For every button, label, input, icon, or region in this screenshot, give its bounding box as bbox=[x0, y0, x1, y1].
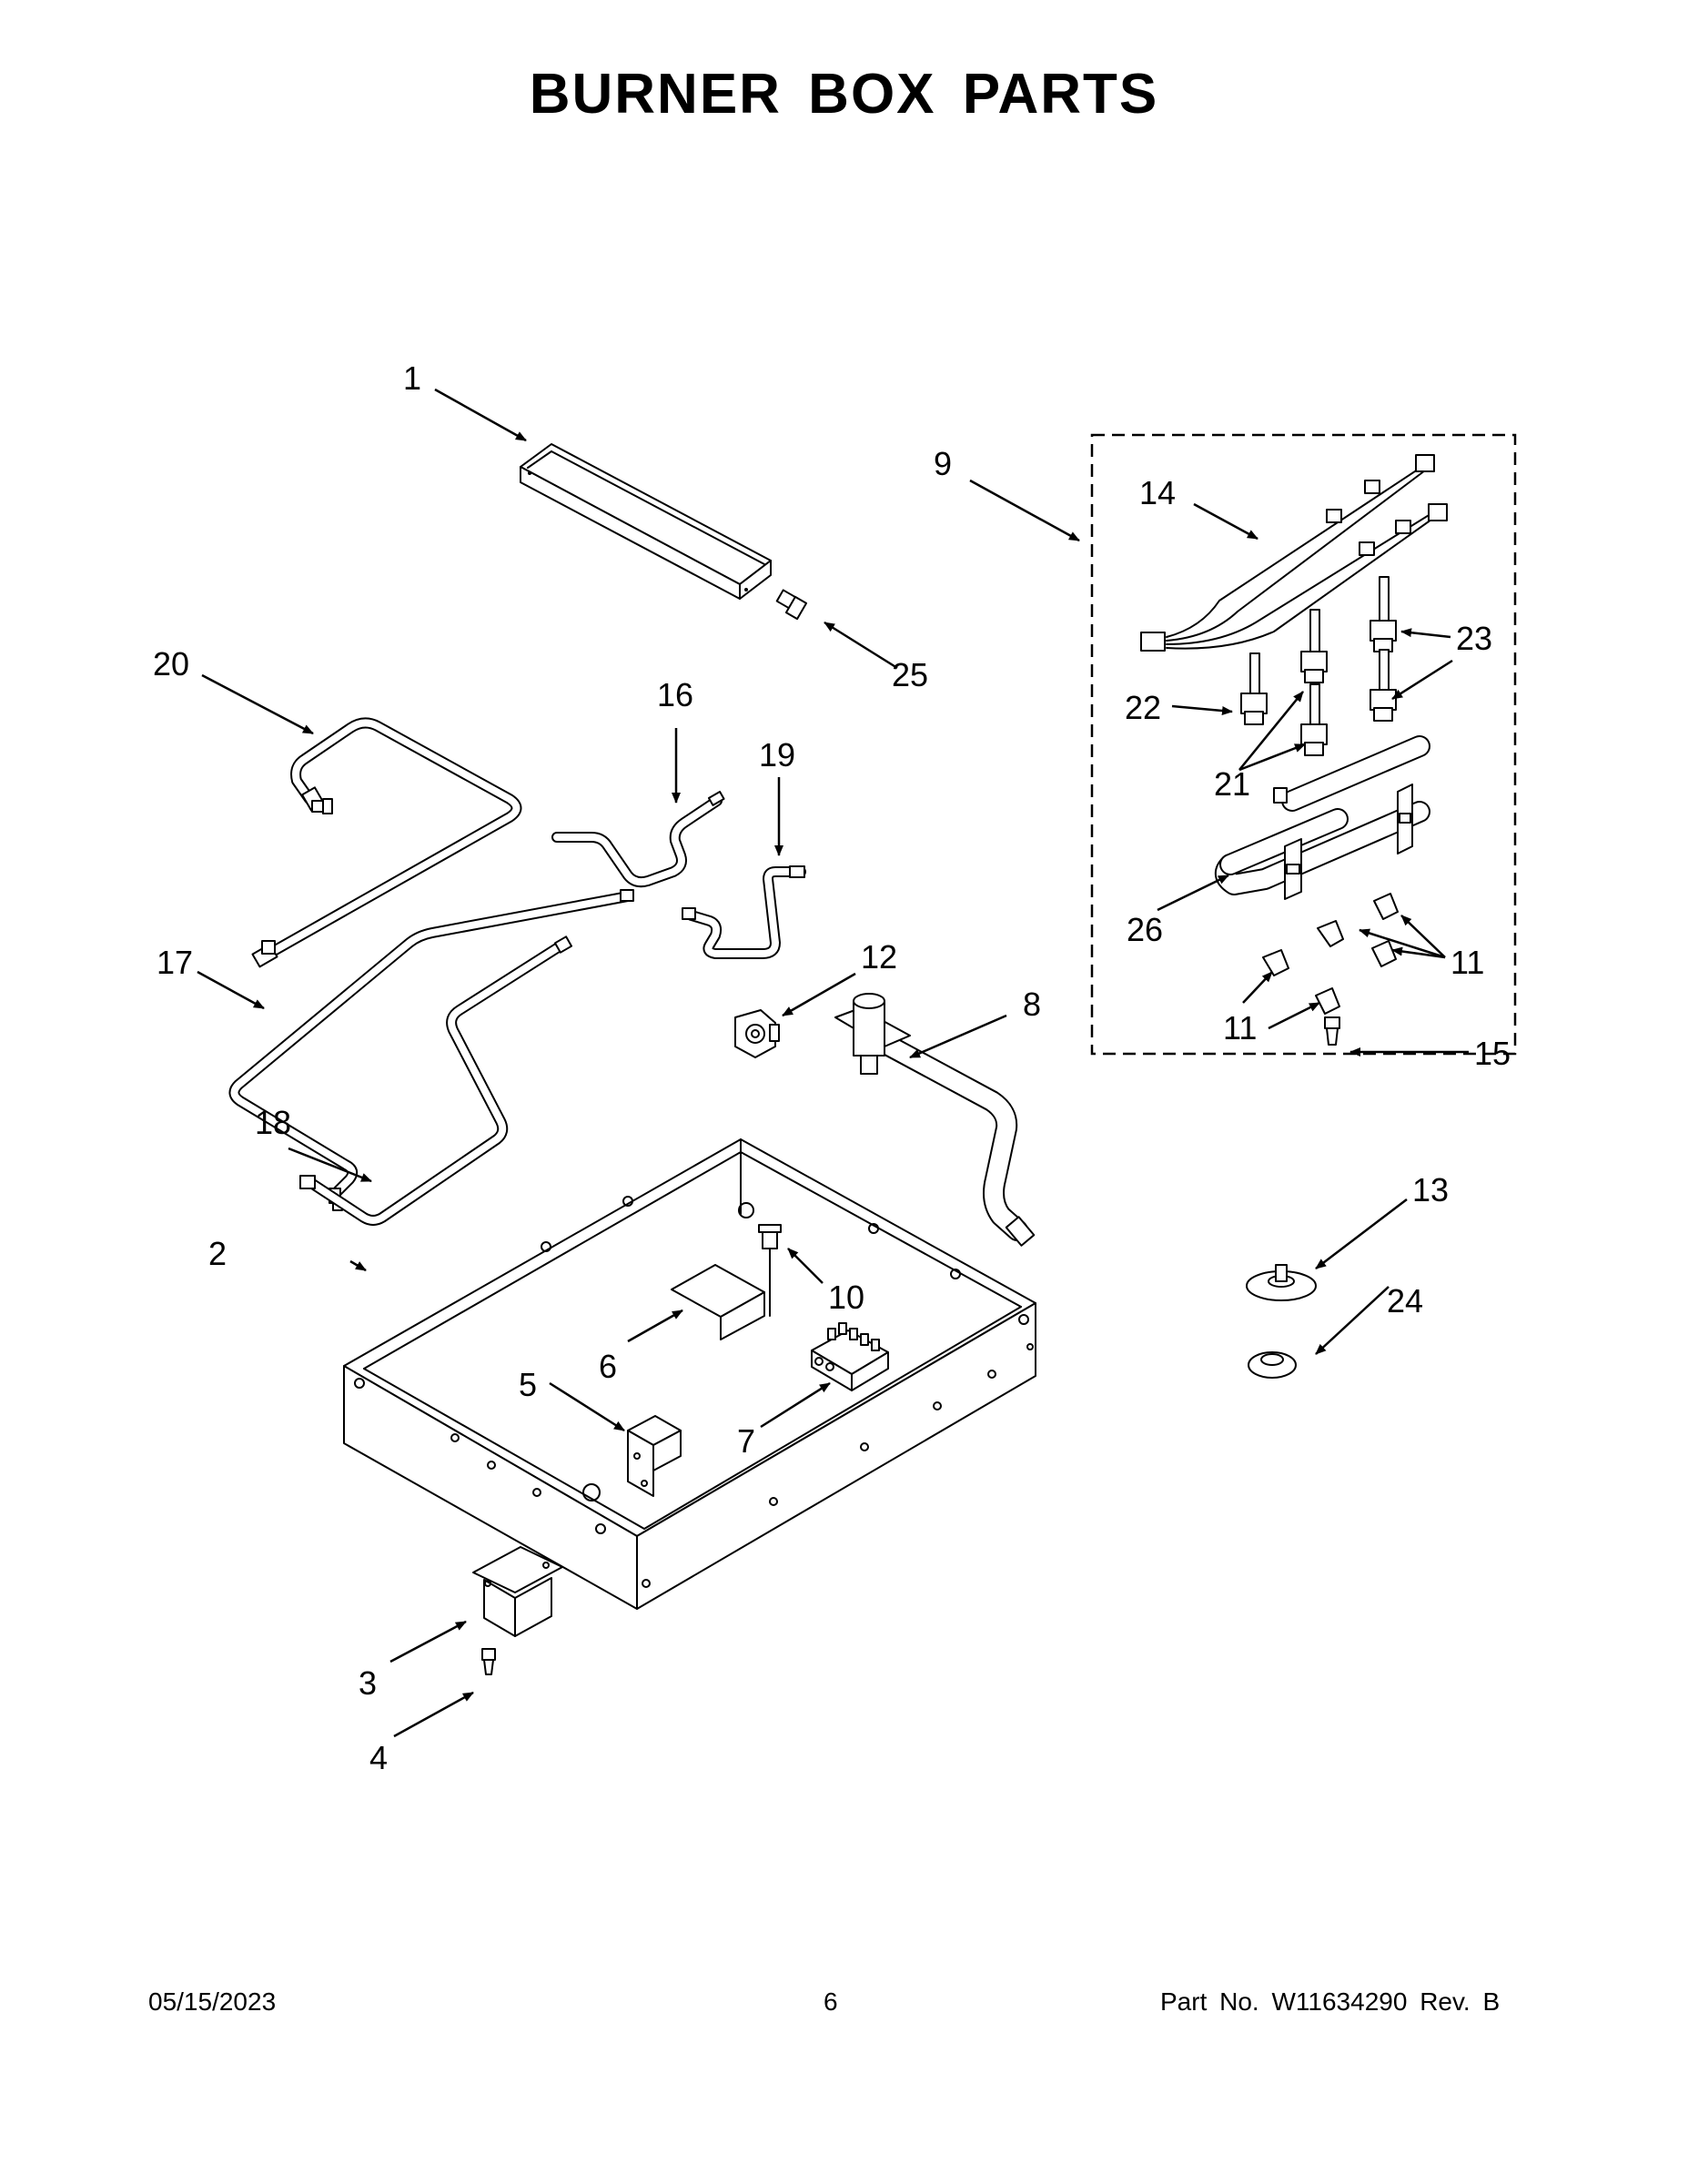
callout-arrows bbox=[197, 388, 1469, 1738]
part-valves-21-22-23 bbox=[1240, 576, 1397, 756]
part-25-screw bbox=[775, 589, 808, 621]
callout-26: 26 bbox=[1127, 911, 1163, 948]
callout-11a: 11 bbox=[1450, 944, 1484, 981]
fitting-20-start bbox=[251, 940, 278, 968]
callout-4: 4 bbox=[369, 1739, 388, 1776]
part-15-screw bbox=[1324, 1016, 1340, 1046]
part-16-tube bbox=[551, 791, 725, 888]
callout-19: 19 bbox=[759, 736, 795, 774]
part-3-junction-box bbox=[472, 1546, 563, 1637]
part-10-fitting bbox=[758, 1224, 782, 1317]
callout-9: 9 bbox=[934, 445, 952, 482]
callout-labels: 1 2 3 4 5 6 7 8 9 10 11 11 12 13 14 15 1… bbox=[153, 359, 1511, 1776]
callout-8: 8 bbox=[1023, 986, 1041, 1023]
part-5-bracket bbox=[627, 1415, 682, 1497]
callout-13: 13 bbox=[1412, 1171, 1449, 1208]
part-11-clips bbox=[1262, 893, 1399, 1015]
callout-6: 6 bbox=[599, 1348, 617, 1385]
part-20-tube bbox=[251, 717, 522, 968]
callout-5: 5 bbox=[519, 1366, 537, 1403]
callout-10: 10 bbox=[828, 1279, 864, 1316]
valve-21-lower bbox=[1300, 683, 1328, 756]
part-1-bracket bbox=[520, 443, 772, 600]
callout-16: 16 bbox=[657, 676, 693, 713]
fitting-20-end bbox=[301, 786, 333, 814]
valve-23-upper bbox=[1370, 576, 1397, 652]
callout-17: 17 bbox=[157, 944, 193, 981]
callout-23: 23 bbox=[1456, 620, 1492, 657]
callout-22: 22 bbox=[1125, 689, 1161, 726]
callout-21: 21 bbox=[1214, 765, 1250, 803]
part-12-regulator bbox=[734, 1009, 780, 1058]
callout-2: 2 bbox=[208, 1235, 227, 1272]
part-24-burner-base bbox=[1248, 1351, 1297, 1379]
part-8-inlet-pipe bbox=[834, 993, 1036, 1247]
footer-part-number: Part No. W11634290 Rev. B bbox=[1160, 1987, 1501, 2016]
part-2-burner-box bbox=[343, 1138, 1036, 1610]
callout-24: 24 bbox=[1387, 1282, 1423, 1320]
part-6-bracket bbox=[671, 1264, 765, 1340]
footer-date: 05/15/2023 bbox=[148, 1987, 277, 2016]
footer-page-number: 6 bbox=[824, 1987, 838, 2016]
part-4-screw bbox=[481, 1648, 496, 1675]
valve-22 bbox=[1240, 652, 1268, 725]
part-19-tube bbox=[682, 865, 806, 959]
valve-21-upper bbox=[1300, 609, 1328, 683]
part-18-tube bbox=[299, 935, 573, 1226]
part-14-wire-harness bbox=[1140, 454, 1448, 652]
part-26-burner-assembly bbox=[1214, 735, 1430, 900]
callout-1: 1 bbox=[403, 359, 421, 397]
callout-7: 7 bbox=[737, 1422, 755, 1460]
callout-14: 14 bbox=[1139, 474, 1176, 511]
callout-25: 25 bbox=[892, 656, 928, 693]
part-7-valve-block bbox=[811, 1322, 889, 1391]
callout-18: 18 bbox=[255, 1104, 291, 1141]
part-9-assembly-box bbox=[1090, 433, 1517, 1056]
callout-20: 20 bbox=[153, 645, 189, 682]
part-13-burner-cap bbox=[1246, 1264, 1317, 1301]
callout-15: 15 bbox=[1474, 1035, 1511, 1072]
valve-23-lower bbox=[1370, 649, 1397, 722]
callout-3: 3 bbox=[359, 1664, 377, 1702]
callout-11b: 11 bbox=[1223, 1009, 1257, 1046]
page-title: BURNER BOX PARTS bbox=[529, 63, 1159, 126]
callout-12: 12 bbox=[861, 938, 897, 976]
